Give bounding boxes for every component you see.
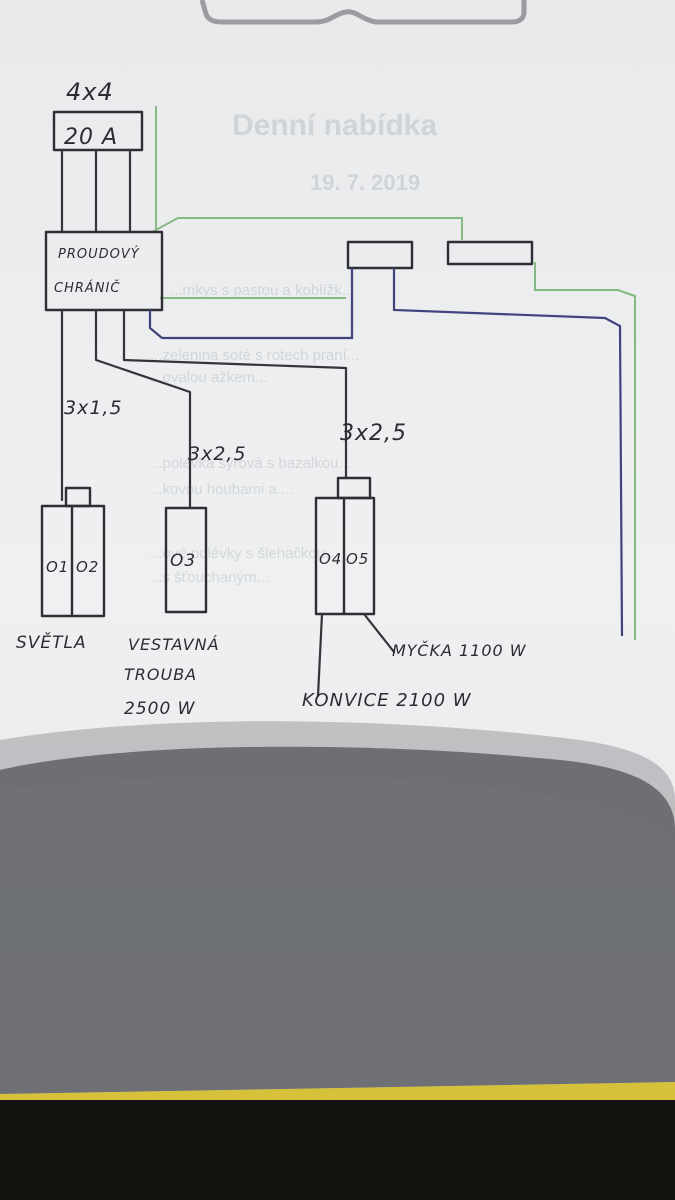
terminal-box-2 [446, 240, 534, 266]
ghost-line-7: ...s šťouchaným... [150, 569, 269, 586]
circuit-o4: O4 [319, 550, 342, 568]
ghost-date: 19. 7. 2019 [310, 170, 420, 195]
ghost-heading: Denní nabídka [232, 109, 437, 142]
circuit-wire-kitchen [122, 308, 348, 480]
phone-shadow [0, 746, 675, 1094]
load-label-oven-line1: VESTAVNÁ [128, 635, 220, 654]
kettle-lead [316, 612, 324, 698]
cable-label-oven: 3x2,5 [188, 443, 247, 465]
shadow-soft-edge [0, 721, 675, 840]
clipboard-clip [199, 0, 527, 25]
ghost-line-2: ...zelenina soté s rotech praní... [150, 347, 359, 364]
circuit-o5: O5 [346, 550, 369, 568]
ghost-line-6: ...ové polévky s šlehačkou... [150, 545, 338, 562]
neutral-wire [148, 268, 624, 637]
breaker-box [52, 110, 144, 152]
rcd-label-line2: CHRÁNIČ [54, 280, 120, 296]
ghost-line-1: ...mkys s pastou a koblížk... [170, 282, 354, 299]
cable-label-kitchen: 3x2,5 [340, 421, 407, 446]
supply-cable-label: 4x4 [66, 78, 114, 106]
circuit-o1: O1 [46, 558, 69, 576]
ghost-line-4: ...polévka sýrová s bazalkou... [150, 455, 351, 472]
rcd-label-line1: PROUDOVÝ [58, 246, 140, 262]
load-label-lights: SVĚTLA [16, 631, 87, 653]
socket-block-oven [164, 506, 208, 614]
load-label-oven-line2: TROUBA [124, 665, 197, 684]
load-label-oven-power: 2500 W [124, 699, 196, 719]
socket-cap-kitchen [336, 476, 372, 500]
load-label-kettle: KONVICE 2100 W [302, 690, 472, 711]
earth-wire [151, 106, 636, 640]
terminal-box-1 [346, 240, 414, 270]
load-label-dishwasher: MYČKA 1100 W [392, 641, 527, 660]
circuit-wire-oven [94, 308, 192, 510]
rcd-box [44, 230, 164, 312]
circuit-o2: O2 [76, 558, 99, 576]
circuit-o3: O3 [170, 551, 196, 571]
cable-label-lights: 3x1,5 [64, 397, 123, 419]
breaker-label: 20 A [64, 125, 118, 150]
dishwasher-lead [362, 612, 396, 654]
socket-cap-lights [64, 486, 92, 508]
ghost-line-3: ...ovalou ažkem... [150, 369, 268, 386]
ghost-line-5: ...kovou houbami a ... [150, 481, 293, 498]
